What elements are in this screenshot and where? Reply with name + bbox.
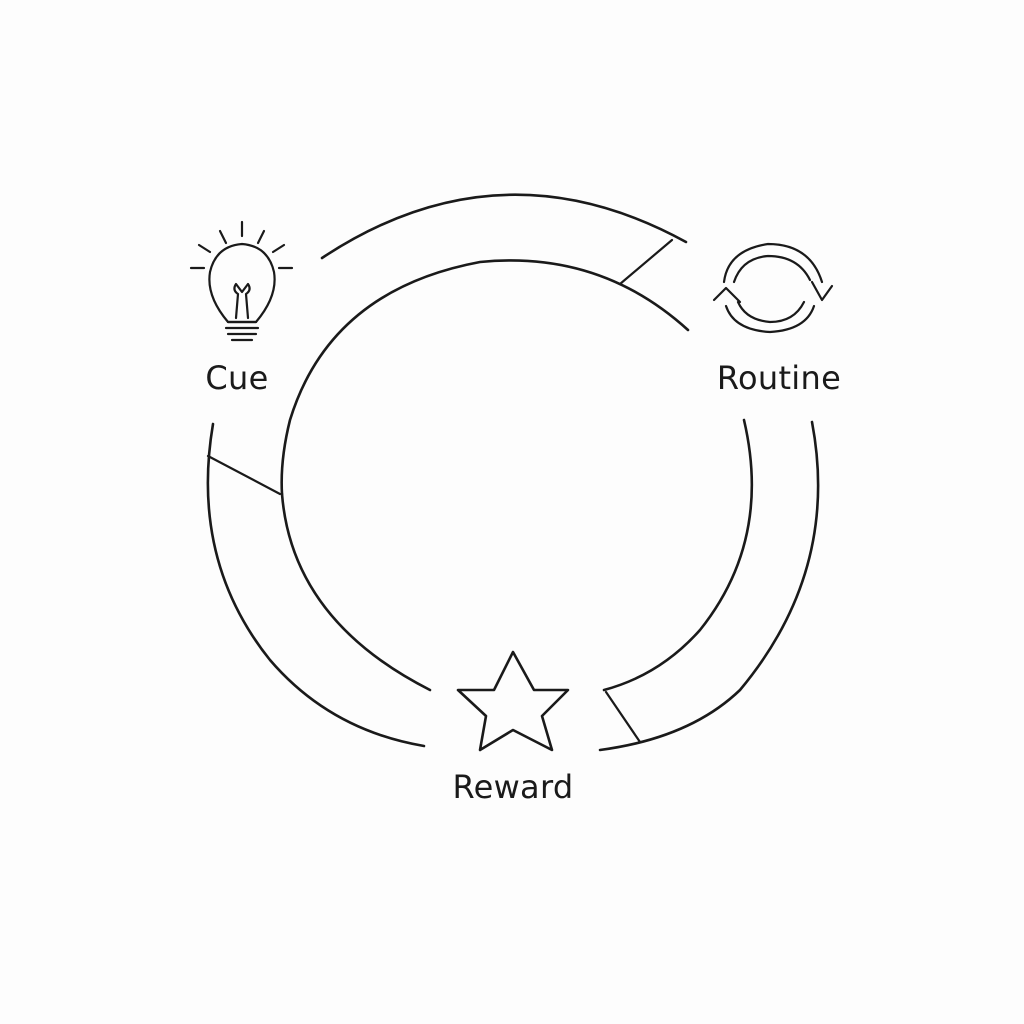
star-icon — [456, 650, 570, 752]
lightbulb-icon — [189, 220, 294, 342]
routine-label: Routine — [717, 359, 841, 397]
ring-segment-right — [598, 418, 820, 752]
ring-segment-top — [280, 193, 690, 496]
cue-label: Cue — [205, 359, 268, 397]
reward-label: Reward — [453, 768, 574, 806]
ring-segment-left — [206, 422, 432, 748]
cycle-arrows-icon — [712, 242, 834, 334]
loop-ring — [206, 193, 820, 752]
